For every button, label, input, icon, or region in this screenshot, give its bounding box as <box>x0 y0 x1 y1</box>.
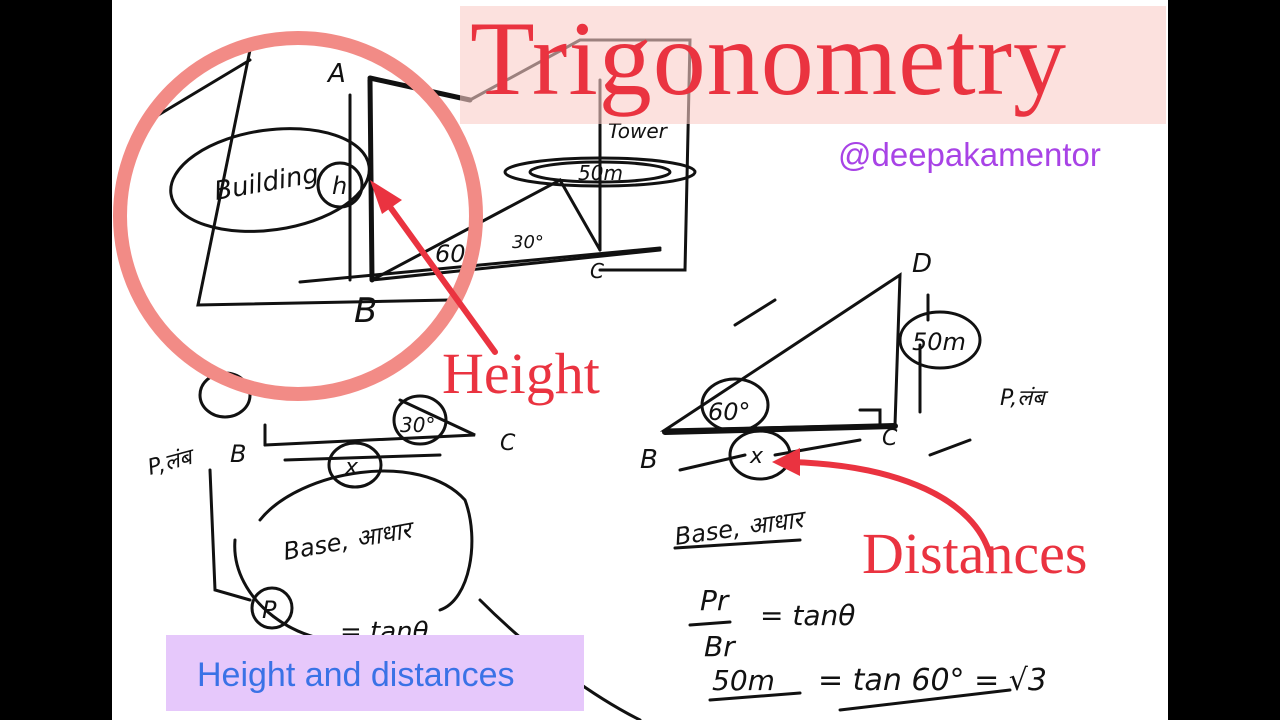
label-vertex-c-top: C <box>590 259 604 283</box>
letterbox-left <box>0 0 112 720</box>
label-angle-30-left: 30° <box>400 413 435 437</box>
label-vertex-b-left: B <box>230 440 246 468</box>
label-x-right: x <box>749 444 764 469</box>
label-vertex-d: D <box>912 249 932 279</box>
highlight-circle <box>113 31 483 401</box>
label-50m-right: 50m <box>912 328 966 356</box>
label-distances: Distances <box>862 521 1088 586</box>
caption-banner <box>166 635 584 711</box>
label-vertex-b-right: B <box>640 445 658 475</box>
label-perp-left: P,लंब <box>145 444 199 481</box>
building-ellipse <box>169 127 371 233</box>
eq-tan-60: = tan 60° = √3 <box>818 663 1047 698</box>
label-vertex-c-right: C <box>882 426 898 451</box>
eq-ratio-den: Br <box>704 630 736 663</box>
caption-text: Height and distances <box>197 656 515 694</box>
label-p: P <box>262 596 277 624</box>
sketch-outline-left <box>196 48 452 307</box>
label-angle-30-top: 30° <box>512 232 544 253</box>
label-angle-60-right: 60° <box>708 398 751 426</box>
label-vertex-a: A <box>326 59 346 89</box>
letterbox-right <box>1168 0 1280 720</box>
label-perp-right: P,लंब <box>1000 386 1049 411</box>
title-highlight <box>460 6 1166 124</box>
eq-50m: 50m <box>712 664 775 697</box>
eq-tan-theta: = tanθ <box>760 599 855 632</box>
arrow-height <box>382 197 498 355</box>
page-title: Trigonometry <box>470 0 1068 117</box>
label-vertex-c-left: C <box>500 431 516 456</box>
label-vertex-b-top: B <box>354 291 377 331</box>
arrow-distances <box>787 459 993 558</box>
eq-ratio-num: Pr <box>700 584 730 617</box>
label-x-left: x <box>344 455 359 480</box>
label-height: Height <box>442 341 600 406</box>
label-h: h <box>332 172 347 200</box>
label-50m-top: 50m <box>578 161 623 185</box>
channel-handle: @deepakamentor <box>838 136 1101 173</box>
label-base-left: Base, आधार <box>281 515 417 566</box>
label-building: Building <box>212 159 321 207</box>
